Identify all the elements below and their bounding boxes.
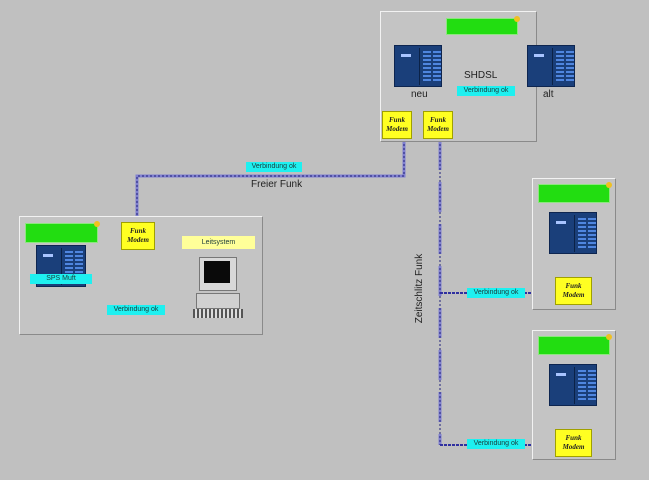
funk-modem-left[interactable]: Funk Modem xyxy=(121,222,155,250)
plc-right-1[interactable] xyxy=(549,212,597,254)
status-indicator-right-1[interactable] xyxy=(538,182,612,203)
free-radio-line-core xyxy=(136,140,405,222)
alarm-dot-icon xyxy=(514,16,520,22)
funk-modem-right-2[interactable]: Funk Modem xyxy=(555,429,592,457)
plc-neu-label: neu xyxy=(411,89,428,100)
plc-neu[interactable] xyxy=(394,45,442,87)
alarm-dot-icon xyxy=(606,182,612,188)
plc-alt-label: alt xyxy=(543,89,554,100)
status-indicator-left[interactable] xyxy=(25,221,100,243)
left-link-status-badge: Verbindung ok xyxy=(107,305,165,315)
free-radio-label: Freier Funk xyxy=(251,179,303,190)
plc-right-2[interactable] xyxy=(549,364,597,406)
shdsl-status-badge: Verbindung ok xyxy=(457,86,515,96)
right-2-status-badge: Verbindung ok xyxy=(467,439,525,449)
leitsystem-label: Leitsystem xyxy=(182,236,255,249)
timeslot-radio-label: Zeitschlitz Funk xyxy=(414,253,426,324)
free-radio-status-badge: Verbindung ok xyxy=(246,162,302,172)
shdsl-label: SHDSL xyxy=(464,70,498,81)
alarm-dot-icon xyxy=(606,334,612,340)
status-indicator-right-2[interactable] xyxy=(538,334,612,355)
computer-icon[interactable] xyxy=(193,257,243,321)
alarm-dot-icon xyxy=(94,221,100,227)
funk-modem-main-2[interactable]: Funk Modem xyxy=(423,111,453,139)
funk-modem-main-1[interactable]: Funk Modem xyxy=(382,111,412,139)
sps-label-badge: SPS Muft xyxy=(30,274,92,284)
status-indicator-main[interactable] xyxy=(446,16,520,35)
right-1-status-badge: Verbindung ok xyxy=(467,288,525,298)
funk-modem-right-1[interactable]: Funk Modem xyxy=(555,277,592,305)
plc-alt[interactable] xyxy=(527,45,575,87)
